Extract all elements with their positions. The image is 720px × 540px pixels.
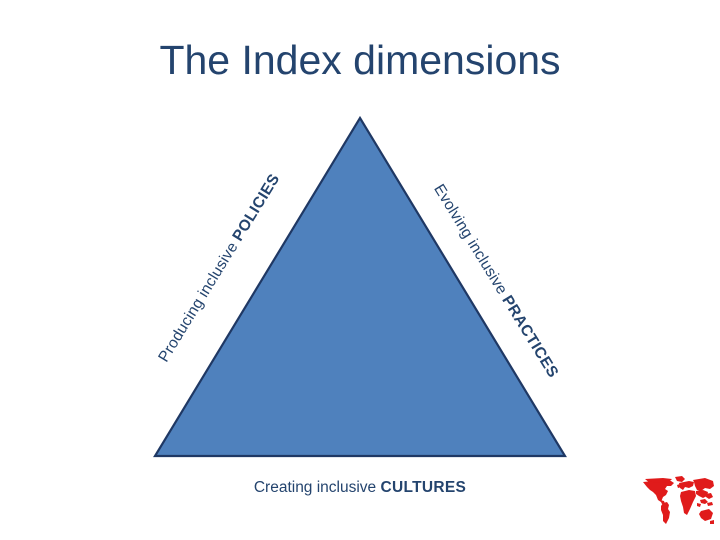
triangle-label-bottom: Creating inclusive CULTURES: [0, 479, 720, 497]
label-bottom-plain: Creating inclusive: [253, 479, 381, 496]
label-bottom-emphasis: CULTURES: [380, 479, 467, 496]
page-title: The Index dimensions: [159, 37, 561, 83]
world-map-logo: [641, 474, 715, 532]
world-map-icon: [643, 476, 714, 524]
triangle-polygon: [153, 115, 567, 458]
